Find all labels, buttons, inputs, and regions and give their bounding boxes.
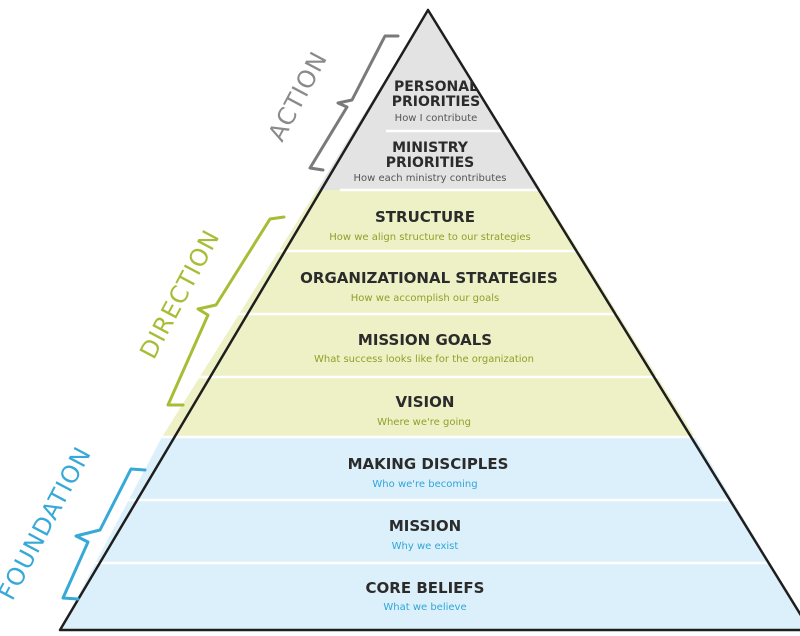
action-group-label: ACTION [263,47,333,146]
level-subtitle: How we accomplish our goals [351,293,499,304]
level-subtitle: What success looks like for the organiza… [314,354,534,365]
level-title: MAKING DISCIPLES [348,455,509,473]
level-mission-goals: MISSION GOALS What success looks like fo… [314,331,534,365]
foundation-group-label: FOUNDATION [0,442,97,605]
level-subtitle: Where we're going [377,417,471,428]
level-title: CORE BELIEFS [366,579,485,597]
level-vision: VISION Where we're going [377,393,471,428]
level-organizational-strategies: ORGANIZATIONAL STRATEGIES How we accompl… [300,269,558,304]
foundation-band [60,437,800,630]
group-brackets [61,34,400,601]
level-title: ORGANIZATIONAL STRATEGIES [300,269,558,287]
level-title: MINISTRY [392,140,469,156]
level-personal-priorities: PERSONAL PRIORITIES How I contribute [392,79,481,124]
level-ministry-priorities: MINISTRY PRIORITIES How each ministry co… [354,140,507,184]
level-subtitle: How I contribute [395,113,478,124]
level-title: MISSION [389,517,461,535]
level-making-disciples: MAKING DISCIPLES Who we're becoming [348,455,509,490]
level-subtitle: Why we exist [392,541,459,552]
level-structure: STRUCTURE How we align structure to our … [329,208,531,243]
level-labels: PERSONAL PRIORITIES How I contribute MIN… [300,79,558,613]
direction-group-label: DIRECTION [134,225,225,363]
level-title: VISION [396,393,455,411]
level-core-beliefs: CORE BELIEFS What we believe [366,579,485,613]
level-title: PERSONAL [394,79,478,95]
foundation-bracket [61,467,147,601]
level-title-line2: PRIORITIES [392,94,481,110]
level-mission: MISSION Why we exist [389,517,461,552]
level-title: MISSION GOALS [358,331,492,349]
level-subtitle: How each ministry contributes [354,173,507,184]
direction-bracket [166,215,286,407]
level-subtitle: Who we're becoming [372,479,477,490]
level-dividers [86,129,773,565]
level-title-line2: PRIORITIES [386,155,475,171]
level-subtitle: How we align structure to our strategies [329,232,531,243]
level-title: STRUCTURE [375,208,475,226]
level-subtitle: What we believe [383,602,466,613]
action-bracket [308,34,400,172]
pyramid-outline [58,8,800,632]
action-band [317,10,541,190]
